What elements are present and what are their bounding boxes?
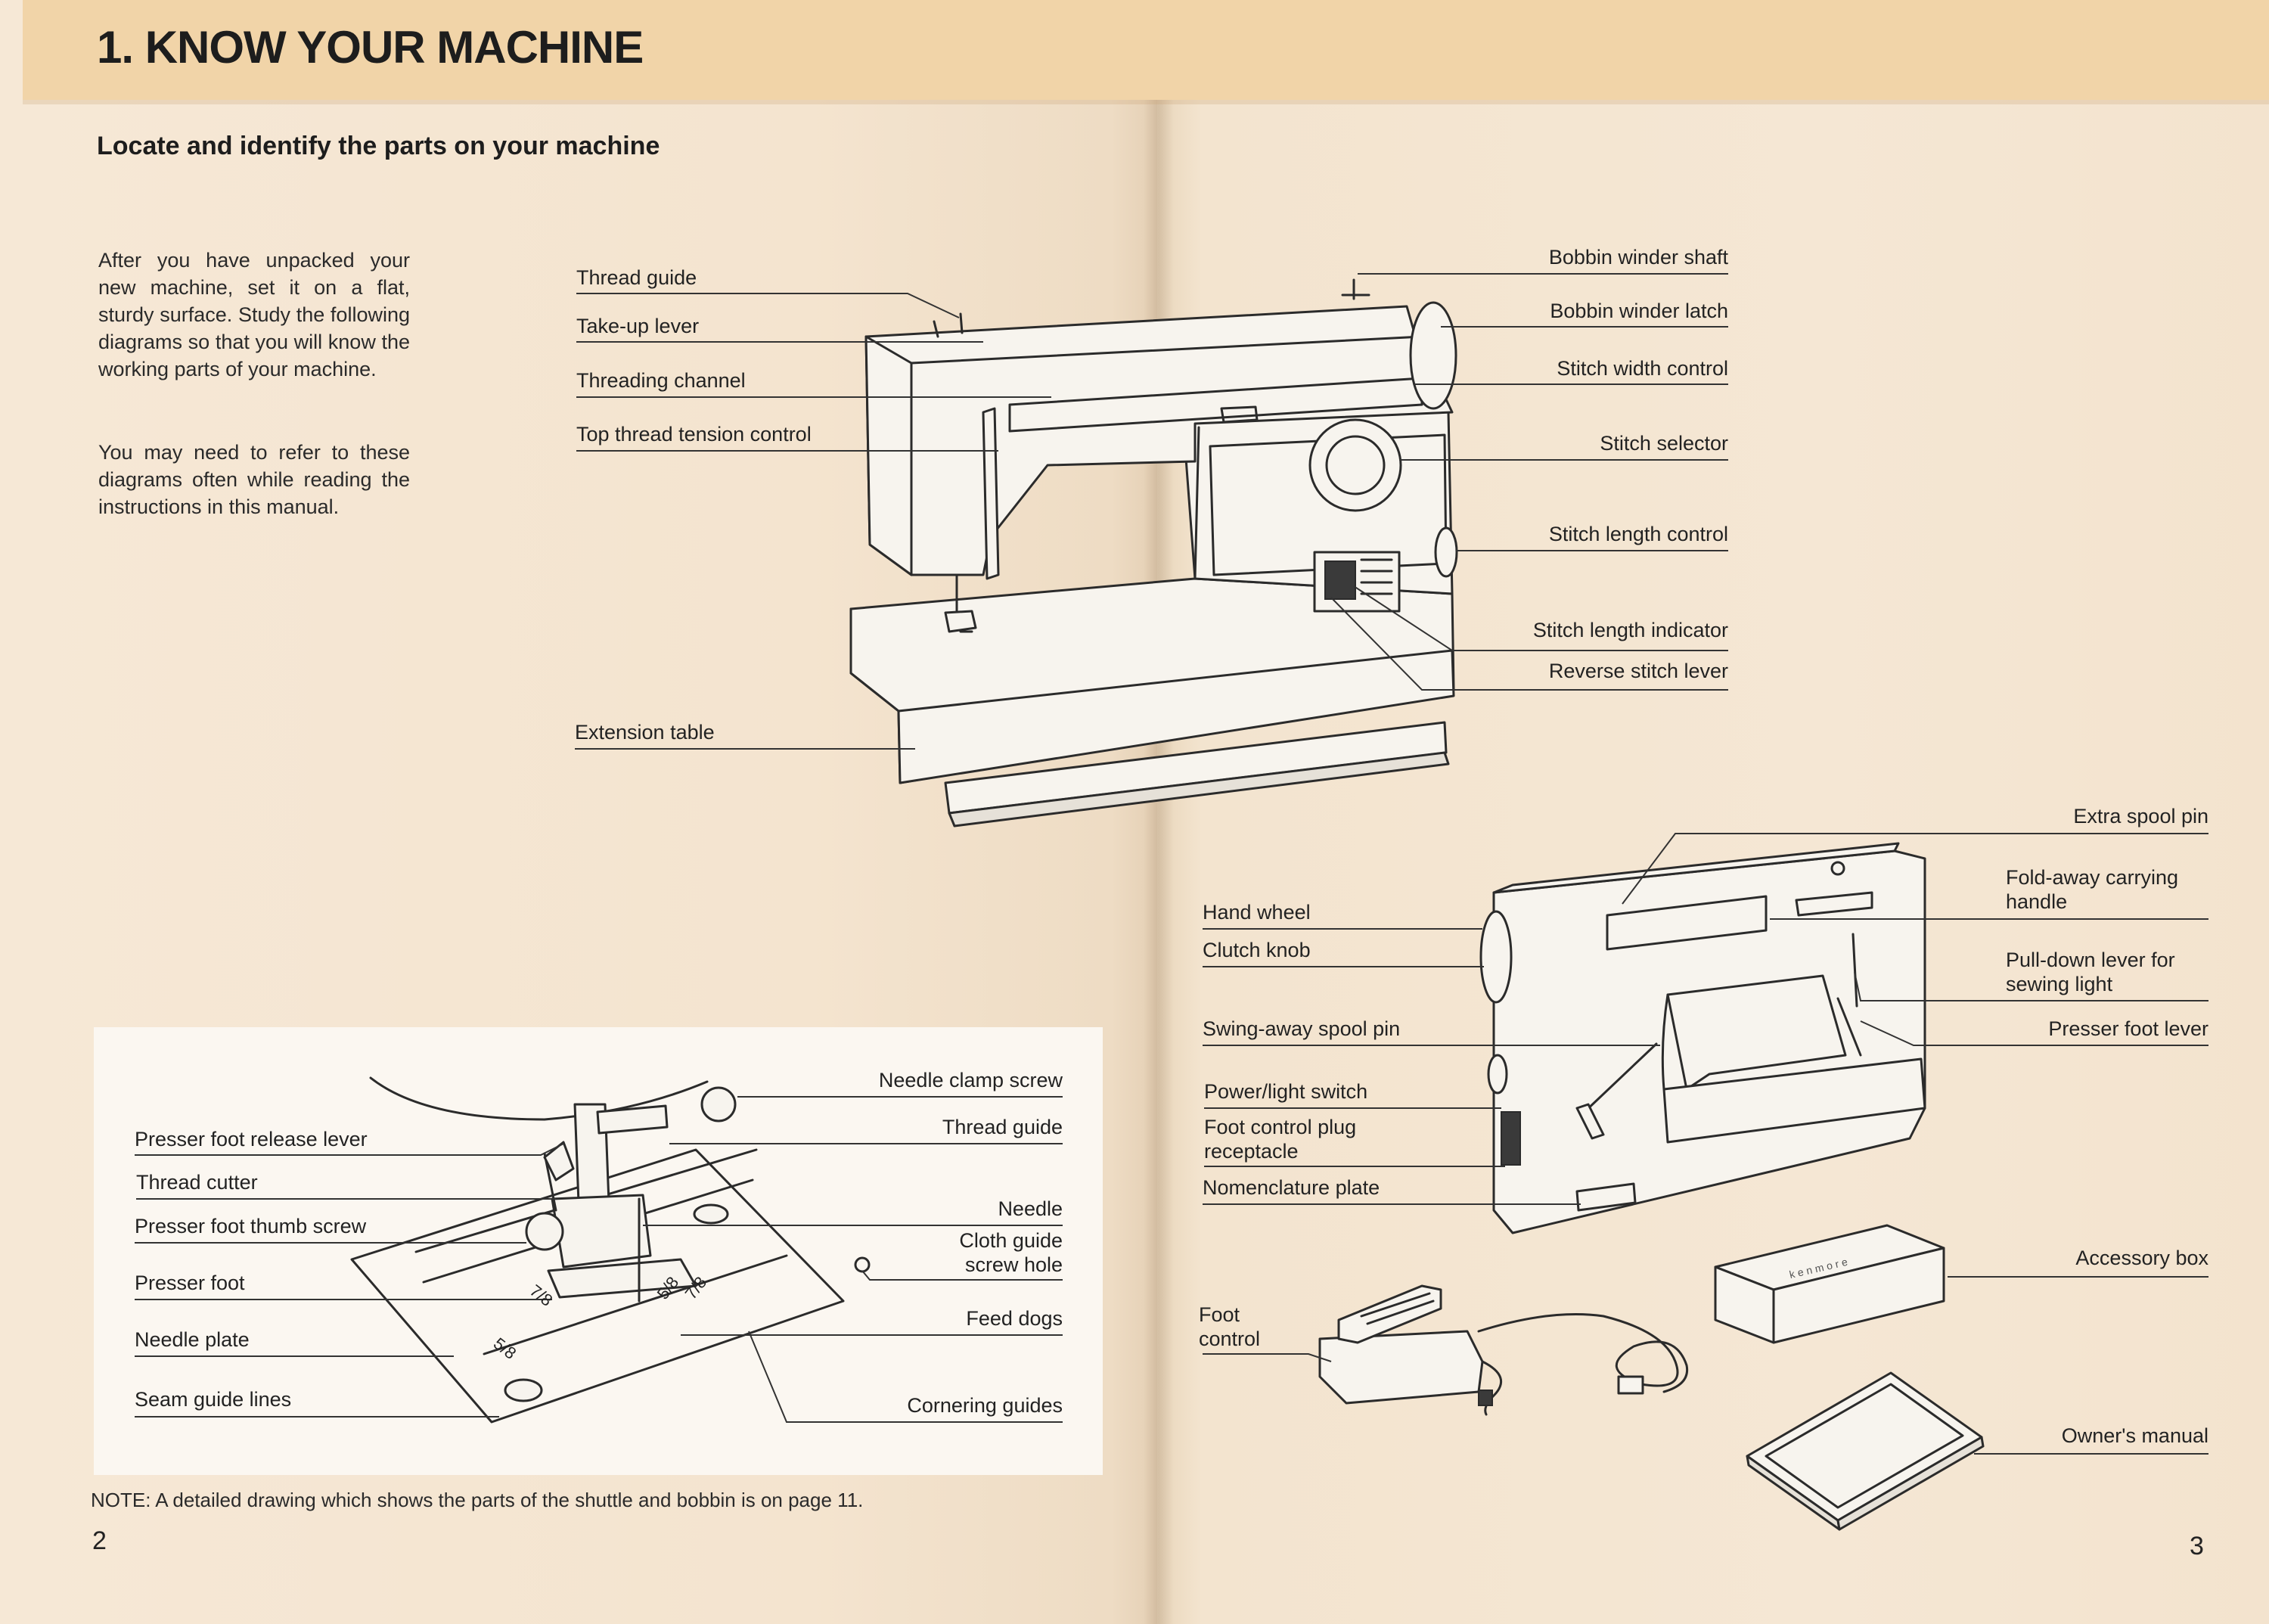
label-stitch-selector: Stitch selector (1600, 432, 1728, 455)
label-foot-control: Foot control (1199, 1303, 1261, 1350)
header-band-edge (23, 100, 2269, 104)
intro-paragraph-1: After you have unpacked your new machine… (98, 249, 410, 380)
label-pull-down-lever-sewing-light: Pull-down lever for sewing light (2006, 949, 2175, 995)
label-needle: Needle (998, 1197, 1063, 1220)
label-stitch-length-control: Stitch length control (1548, 523, 1728, 545)
label-stitch-width-control: Stitch width control (1557, 357, 1728, 380)
section-heading: Locate and identify the parts on your ma… (97, 132, 660, 160)
label-extension-table: Extension table (575, 721, 715, 744)
label-thread-cutter: Thread cutter (136, 1171, 258, 1194)
label-reverse-stitch-lever: Reverse stitch lever (1548, 660, 1728, 682)
label-clutch-knob: Clutch knob (1203, 939, 1311, 961)
label-thread-guide: Thread guide (576, 266, 697, 289)
label-inset-thread-guide: Thread guide (942, 1116, 1063, 1138)
label-nomenclature-plate: Nomenclature plate (1203, 1176, 1380, 1199)
label-presser-foot-release-lever: Presser foot release lever (135, 1128, 368, 1150)
header-band (23, 0, 2269, 100)
label-seam-guide-lines: Seam guide lines (135, 1388, 292, 1411)
label-take-up-lever: Take-up lever (576, 315, 700, 337)
label-threading-channel: Threading channel (576, 369, 746, 392)
chapter-title: 1. KNOW YOUR MACHINE (97, 22, 644, 73)
label-needle-plate: Needle plate (135, 1328, 250, 1351)
label-presser-foot-lever: Presser foot lever (2048, 1017, 2208, 1040)
label-owners-manual: Owner's manual (2061, 1424, 2208, 1447)
label-feed-dogs: Feed dogs (966, 1307, 1063, 1330)
page-note: NOTE: A detailed drawing which shows the… (91, 1489, 864, 1511)
intro-paragraph-2: You may need to refer to these diagrams … (98, 441, 410, 518)
label-foot-control-plug-receptacle: Foot control plug receptacle (1204, 1116, 1357, 1163)
label-cornering-guides: Cornering guides (907, 1394, 1063, 1417)
label-cloth-guide-screw-hole: Cloth guide screw hole (959, 1229, 1063, 1276)
label-bobbin-winder-shaft: Bobbin winder shaft (1548, 246, 1728, 269)
label-presser-foot: Presser foot (135, 1272, 245, 1294)
label-extra-spool-pin: Extra spool pin (2073, 805, 2208, 828)
label-hand-wheel: Hand wheel (1203, 901, 1311, 924)
label-fold-away-carrying-handle: Fold-away carrying handle (2006, 866, 2179, 913)
label-presser-foot-thumb-screw: Presser foot thumb screw (135, 1215, 367, 1237)
label-top-thread-tension-control: Top thread tension control (576, 423, 812, 446)
page-number-left: 2 (92, 1526, 107, 1555)
label-accessory-box: Accessory box (2075, 1247, 2208, 1269)
label-needle-clamp-screw: Needle clamp screw (878, 1069, 1063, 1091)
label-bobbin-winder-latch: Bobbin winder latch (1550, 300, 1728, 322)
label-stitch-length-indicator: Stitch length indicator (1532, 619, 1728, 641)
book-gutter (1144, 0, 1174, 1624)
label-power-light-switch: Power/light switch (1204, 1080, 1368, 1103)
page-number-right: 3 (2190, 1532, 2204, 1560)
label-swing-away-spool-pin: Swing-away spool pin (1203, 1017, 1401, 1040)
